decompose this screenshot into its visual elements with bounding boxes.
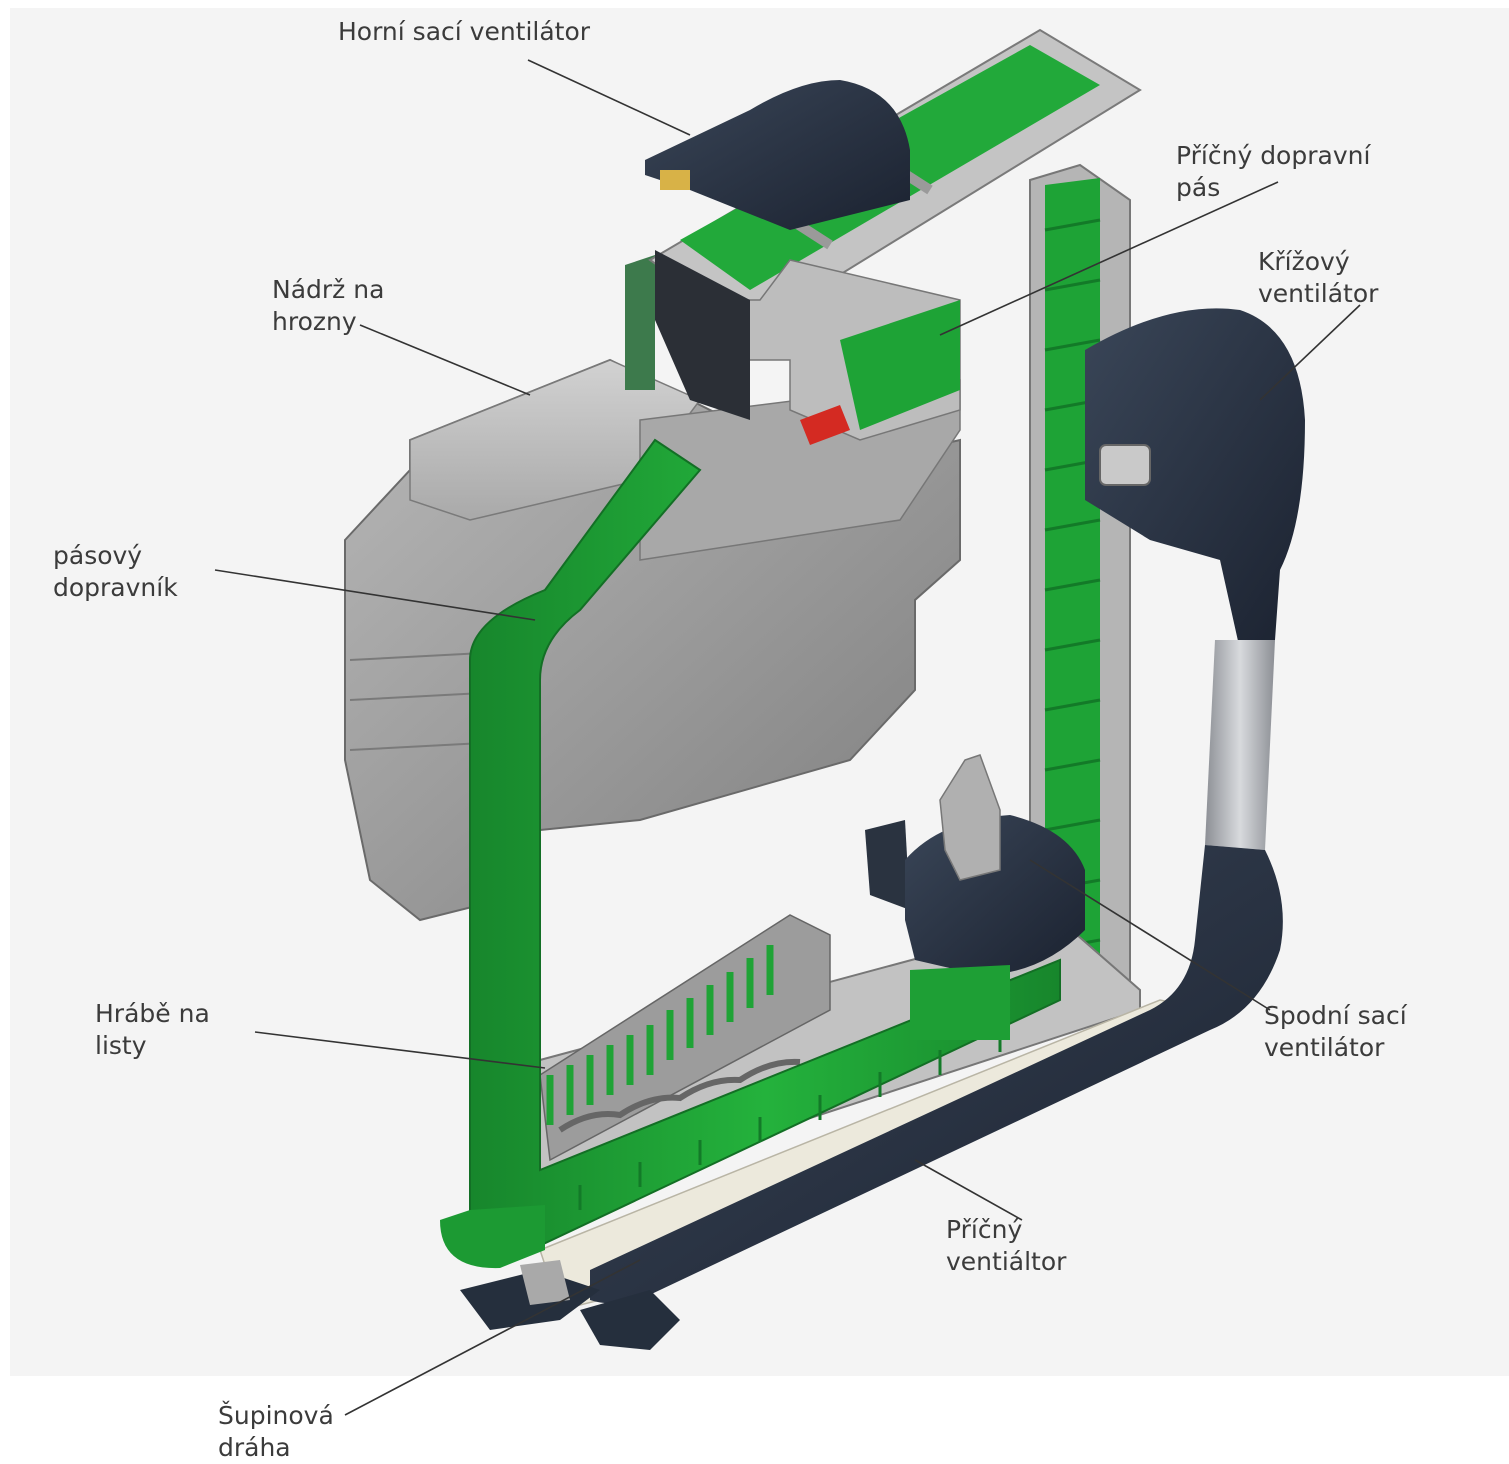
label-line: Nádrž na — [272, 275, 385, 304]
label-cross-belt: Příčný dopravní pás — [1176, 140, 1370, 204]
label-line: Spodní sací — [1264, 1001, 1407, 1030]
cross-fan-shape — [1085, 308, 1305, 650]
label-cross-fan: Křížový ventilátor — [1258, 246, 1378, 310]
label-line: dráha — [218, 1433, 291, 1462]
upper-suction-fan-shape — [645, 80, 910, 230]
leader-transverse-fan — [914, 1159, 1023, 1221]
leader-scale-track — [344, 1259, 641, 1416]
scale-track-shape — [460, 1260, 680, 1350]
leader-upper-fan — [527, 59, 691, 136]
leaf-rake-shape — [539, 914, 831, 1162]
label-belt-conveyor: pásový dopravník — [53, 540, 178, 604]
label-line: pás — [1176, 173, 1221, 202]
label-line: Křížový — [1258, 247, 1350, 276]
label-scale-track: Šupinová dráha — [218, 1400, 334, 1464]
leader-lines — [214, 59, 1361, 1416]
label-line: Horní sací ventilátor — [338, 17, 591, 46]
label-line: ventilátor — [1258, 279, 1379, 308]
label-line: ventiáltor — [946, 1247, 1067, 1276]
label-line: hrozny — [272, 307, 357, 336]
main-belt-shape — [440, 438, 1061, 1269]
label-line: listy — [95, 1031, 147, 1060]
transverse-fan-duct-shape — [590, 845, 1283, 1304]
label-lower-suction-fan: Spodní sací ventilátor — [1264, 1000, 1407, 1064]
cross-fan-duct-shape — [1205, 640, 1275, 850]
lower-suction-fan-shape — [865, 754, 1085, 1040]
leader-lower-fan — [1029, 859, 1271, 1011]
label-line: Příčný dopravní — [1176, 141, 1371, 170]
label-line: dopravník — [53, 573, 178, 602]
leader-grape-tank — [359, 324, 531, 396]
label-grape-tank: Nádrž na hrozny — [272, 274, 384, 338]
label-transverse-fan: Příčný ventiáltor — [946, 1214, 1066, 1278]
label-leaf-rake: Hrábě na listy — [95, 998, 210, 1062]
leader-cross-fan — [1259, 304, 1361, 401]
leader-cross-belt — [939, 181, 1279, 336]
label-line: Příčný — [946, 1215, 1023, 1244]
label-upper-suction-fan: Horní sací ventilátor — [338, 16, 590, 48]
leader-leaf-rake — [254, 1031, 546, 1069]
label-line: Šupinová — [218, 1401, 334, 1430]
label-line: ventilátor — [1264, 1033, 1385, 1062]
leader-belt-conveyor — [214, 569, 536, 621]
label-line: Hrábě na — [95, 999, 210, 1028]
label-line: pásový — [53, 541, 143, 570]
